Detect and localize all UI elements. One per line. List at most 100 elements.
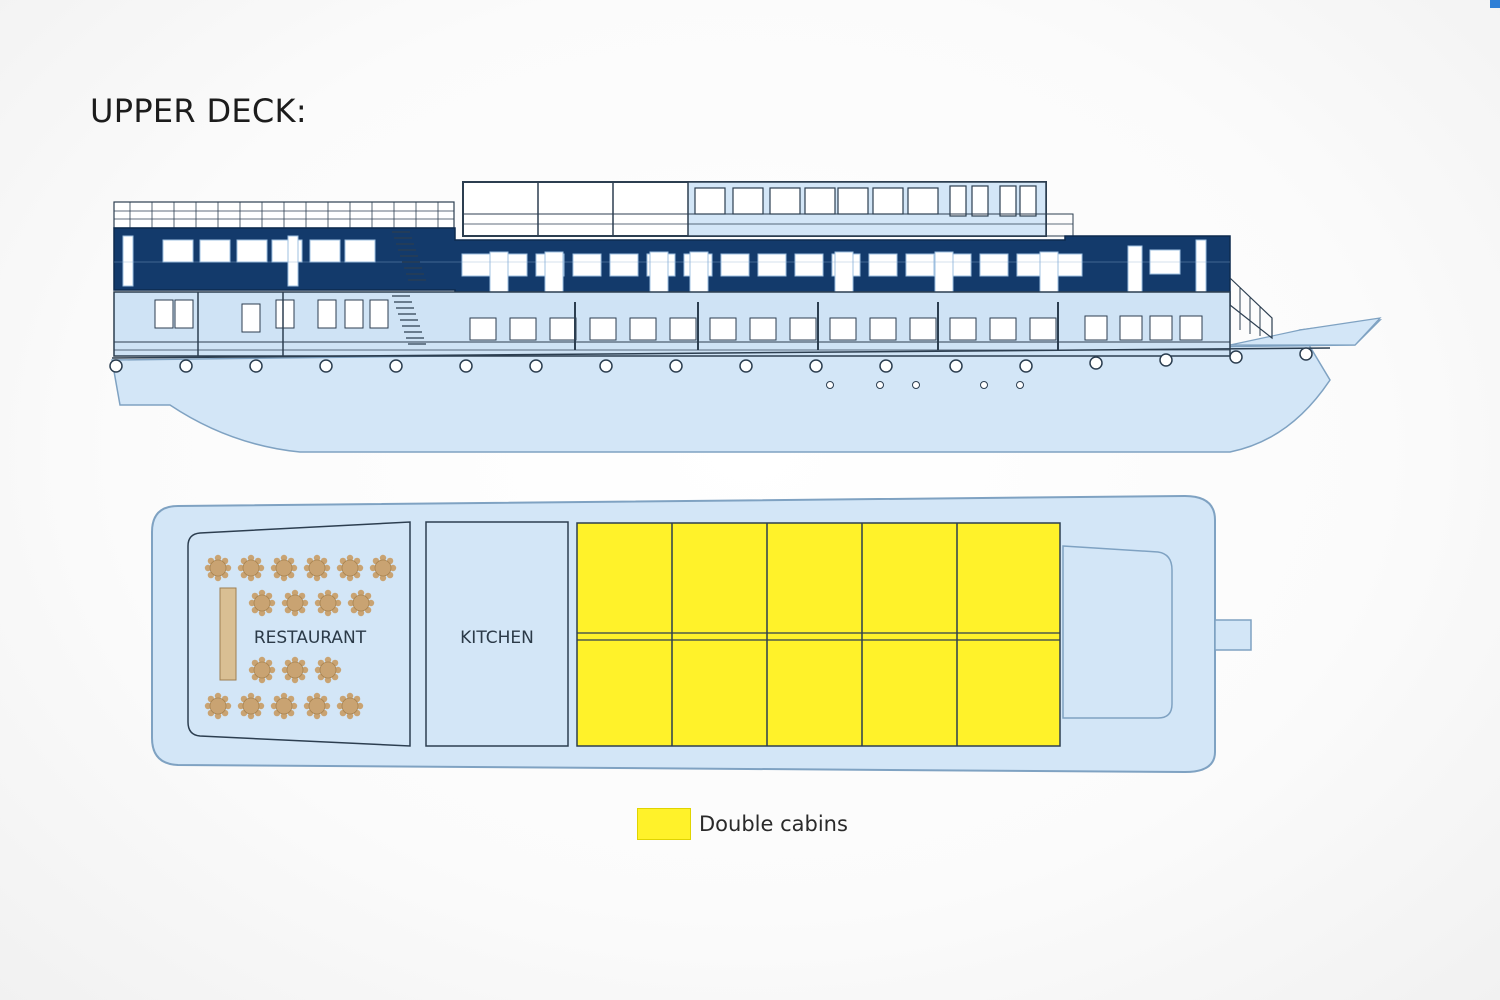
window <box>629 317 657 341</box>
window <box>1179 315 1203 341</box>
window <box>909 317 937 341</box>
door <box>1127 245 1143 299</box>
legend-swatch-double-cabins <box>637 808 691 840</box>
porthole <box>876 381 884 389</box>
door <box>949 185 967 217</box>
window <box>720 253 750 277</box>
window <box>872 187 904 215</box>
window <box>1084 315 1108 341</box>
ship-side-view <box>109 181 1383 453</box>
window <box>275 299 295 329</box>
window <box>749 317 777 341</box>
porthole <box>1016 381 1024 389</box>
window <box>236 239 268 263</box>
dining-table <box>347 589 375 617</box>
dining-table <box>336 554 364 582</box>
bollard <box>1089 356 1103 370</box>
page-title: UPPER DECK: <box>90 92 307 130</box>
main-deck-side <box>113 291 1231 357</box>
dining-table <box>270 692 298 720</box>
window <box>609 253 639 277</box>
dining-table <box>336 692 364 720</box>
dining-table <box>281 589 309 617</box>
door <box>971 185 989 217</box>
bollard <box>1159 353 1173 367</box>
window <box>589 317 617 341</box>
door <box>1019 185 1037 217</box>
bow-railing <box>1229 277 1273 340</box>
bollard <box>599 359 613 373</box>
bollard <box>109 359 123 373</box>
porthole <box>826 381 834 389</box>
window <box>154 299 174 329</box>
dining-table <box>204 554 232 582</box>
dining-table <box>281 656 309 684</box>
window <box>1119 315 1143 341</box>
window <box>757 253 787 277</box>
window <box>732 187 764 215</box>
window <box>572 253 602 277</box>
dining-table <box>314 656 342 684</box>
window <box>949 317 977 341</box>
bollard <box>879 359 893 373</box>
double-cabins <box>576 522 1061 747</box>
window <box>174 299 194 329</box>
bollard <box>1299 347 1313 361</box>
bollard <box>949 359 963 373</box>
window <box>162 239 194 263</box>
corner-mark <box>1490 0 1500 8</box>
left-railing <box>113 201 455 229</box>
window <box>241 303 261 333</box>
window <box>869 317 897 341</box>
legend-label: Double cabins <box>699 812 848 836</box>
dining-table <box>237 692 265 720</box>
staircase <box>392 231 426 345</box>
dining-table <box>314 589 342 617</box>
window <box>509 317 537 341</box>
restaurant-label: RESTAURANT <box>254 628 367 648</box>
door <box>999 185 1017 217</box>
upper-deck-side <box>113 227 1231 306</box>
window <box>837 187 869 215</box>
window <box>907 187 939 215</box>
window <box>549 317 577 341</box>
kitchen-label: KITCHEN <box>460 628 534 648</box>
dining-table <box>303 692 331 720</box>
dining-table <box>303 554 331 582</box>
ship-plan-view: RESTAURANT KITCHEN <box>151 494 1252 774</box>
window <box>1029 317 1057 341</box>
window <box>1149 315 1173 341</box>
window <box>317 299 337 329</box>
bollard <box>319 359 333 373</box>
porthole <box>912 381 920 389</box>
window <box>794 253 824 277</box>
portholes <box>826 381 1024 389</box>
window <box>905 253 935 277</box>
bollard <box>459 359 473 373</box>
kitchen-room: KITCHEN <box>425 521 569 747</box>
window <box>309 239 341 263</box>
window <box>979 253 1009 277</box>
dining-table <box>204 692 232 720</box>
bollards <box>109 347 1313 373</box>
bollard <box>739 359 753 373</box>
dining-table <box>237 554 265 582</box>
bollard <box>809 359 823 373</box>
legend: Double cabins <box>637 808 848 840</box>
window <box>344 239 376 263</box>
window <box>789 317 817 341</box>
dining-table <box>248 589 276 617</box>
sundeck <box>462 181 1074 237</box>
bollard <box>1229 350 1243 364</box>
window <box>469 317 497 341</box>
dining-table <box>270 554 298 582</box>
window <box>461 253 491 277</box>
window <box>369 299 389 329</box>
window <box>804 187 836 215</box>
window <box>199 239 231 263</box>
bollard <box>249 359 263 373</box>
window <box>769 187 801 215</box>
bollard <box>529 359 543 373</box>
bollard <box>389 359 403 373</box>
